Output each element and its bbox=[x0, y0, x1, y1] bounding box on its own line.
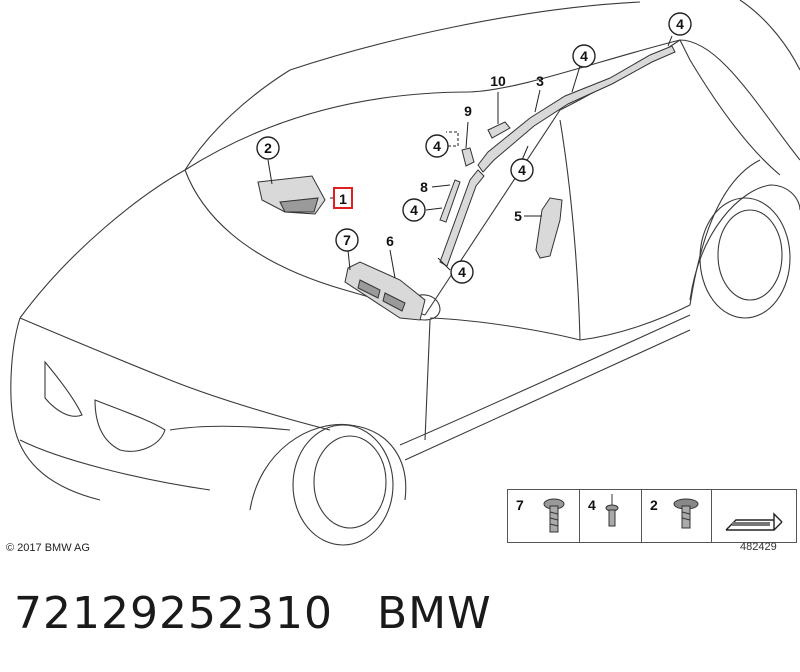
callout-5[interactable]: 5 bbox=[514, 208, 522, 224]
callout-4-label: 4 bbox=[410, 202, 418, 218]
callout-9[interactable]: 9 bbox=[464, 103, 472, 119]
callout-1-label: 1 bbox=[339, 191, 347, 207]
rivet-icon bbox=[605, 494, 619, 527]
part-knee-airbag bbox=[344, 261, 426, 321]
callout-4-label: 4 bbox=[676, 16, 684, 32]
callout-4-label: 4 bbox=[580, 48, 588, 64]
callout-7-label: 7 bbox=[343, 232, 351, 248]
callout-4-upper-left[interactable]: 4 bbox=[425, 134, 449, 158]
callout-1[interactable]: 1 bbox=[333, 187, 353, 209]
callout-6[interactable]: 6 bbox=[386, 233, 394, 249]
callout-4-right[interactable]: 4 bbox=[510, 158, 534, 182]
part-caption: 72129252310 BMW bbox=[14, 588, 492, 639]
callout-4-lower[interactable]: 4 bbox=[450, 260, 474, 284]
callout-10-label: 10 bbox=[490, 73, 506, 89]
torx-screw-icon bbox=[543, 498, 565, 533]
car-body-outline bbox=[10, 0, 800, 546]
callout-2-label: 2 bbox=[264, 140, 272, 156]
flange-screw-icon bbox=[673, 498, 699, 529]
part-strip-8 bbox=[439, 179, 461, 223]
callout-4-label: 4 bbox=[433, 138, 441, 154]
legend-item-label: 7 bbox=[516, 497, 524, 513]
part-bracket-9 bbox=[461, 147, 475, 167]
callout-4-mid-left[interactable]: 4 bbox=[402, 198, 426, 222]
fastener-legend: 7 4 2 bbox=[507, 489, 797, 543]
copyright-notice: © 2017 BMW AG bbox=[6, 542, 90, 554]
callout-4-roof[interactable]: 4 bbox=[572, 44, 596, 68]
legend-item-direction bbox=[712, 490, 796, 542]
callout-6-label: 6 bbox=[386, 233, 394, 249]
callout-10[interactable]: 10 bbox=[490, 73, 506, 89]
leader-lines bbox=[267, 35, 673, 279]
legend-item-4[interactable]: 4 bbox=[580, 490, 642, 542]
callout-9-label: 9 bbox=[464, 103, 472, 119]
callout-3[interactable]: 3 bbox=[536, 73, 544, 89]
part-passenger-airbag bbox=[257, 175, 326, 215]
legend-item-label: 4 bbox=[588, 497, 596, 513]
direction-arrow-icon bbox=[725, 512, 783, 531]
callout-2[interactable]: 2 bbox=[256, 136, 280, 160]
callout-7[interactable]: 7 bbox=[335, 228, 359, 252]
callout-3-label: 3 bbox=[536, 73, 544, 89]
legend-item-2[interactable]: 2 bbox=[642, 490, 712, 542]
callout-4-label: 4 bbox=[518, 162, 526, 178]
diagram-number: 482429 bbox=[740, 541, 777, 553]
legend-item-label: 2 bbox=[650, 497, 658, 513]
part-number: 72129252310 bbox=[14, 588, 333, 639]
part-bracket-10 bbox=[487, 121, 511, 139]
part-curtain-airbag bbox=[439, 45, 676, 267]
legend-item-7[interactable]: 7 bbox=[508, 490, 580, 542]
callout-5-label: 5 bbox=[514, 208, 522, 224]
callout-4-top-right[interactable]: 4 bbox=[668, 12, 692, 36]
callout-4-label: 4 bbox=[458, 264, 466, 280]
callout-8-label: 8 bbox=[420, 179, 428, 195]
brand-name: BMW bbox=[376, 588, 492, 639]
callout-8[interactable]: 8 bbox=[420, 179, 428, 195]
part-side-airbag bbox=[535, 197, 563, 259]
